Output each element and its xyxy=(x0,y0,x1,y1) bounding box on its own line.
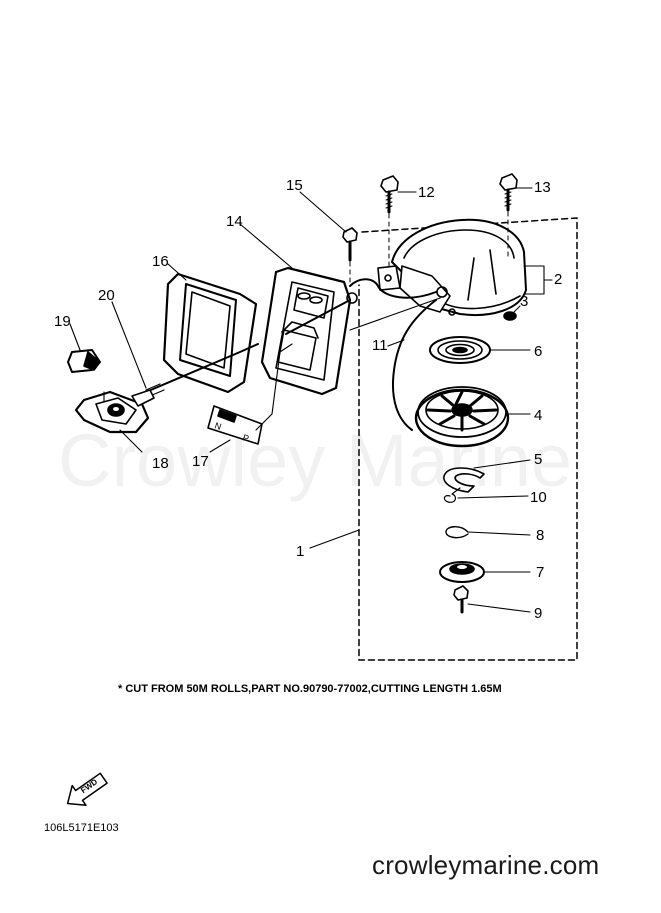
bolt-9 xyxy=(453,585,469,614)
starter-handle-18 xyxy=(74,389,155,434)
site-watermark: crowleymarine.com xyxy=(372,850,600,880)
callout-15: 15 xyxy=(286,177,303,194)
callout-9: 9 xyxy=(534,605,542,622)
callout-16: 16 xyxy=(152,253,169,270)
callout-18: 18 xyxy=(152,455,169,472)
callout-2: 2 xyxy=(554,271,562,288)
callout-11: 11 xyxy=(372,337,388,354)
circlip-8 xyxy=(445,526,469,539)
assembly-dashed-box xyxy=(358,217,578,661)
callout-14: 14 xyxy=(226,213,243,230)
cutting-note: * CUT FROM 50M ROLLS,PART NO.90790-77002… xyxy=(118,683,502,695)
callout-10: 10 xyxy=(530,489,547,506)
callout-20: 20 xyxy=(98,287,115,304)
callout-6: 6 xyxy=(534,343,542,360)
callout-13: 13 xyxy=(534,179,551,196)
callout-19: 19 xyxy=(54,313,71,330)
callout-1: 1 xyxy=(296,543,304,560)
starter-housing xyxy=(377,218,527,316)
diagram-code: 106L5171E103 xyxy=(44,822,119,834)
handle-rope xyxy=(145,299,351,393)
fwd-arrow-icon xyxy=(66,772,108,807)
callout-12: 12 xyxy=(418,184,435,201)
plate-letter-p: P xyxy=(241,432,250,443)
starter-rope-11 xyxy=(349,278,437,431)
friction-plate-7 xyxy=(439,561,485,583)
handle-cap-19 xyxy=(67,349,101,373)
callout-4: 4 xyxy=(534,407,542,424)
pawl-spring-10 xyxy=(443,487,461,503)
bolt-13 xyxy=(499,173,518,259)
handle-cover-14 xyxy=(260,266,358,396)
grommet-16 xyxy=(162,272,258,394)
spiral-spring-6 xyxy=(429,336,491,364)
bolt-12 xyxy=(380,175,399,271)
callout-3: 3 xyxy=(520,293,528,310)
drive-pawl-5 xyxy=(443,467,485,493)
neutral-plate-17 xyxy=(207,405,263,445)
nut-3 xyxy=(503,311,517,321)
callout-5: 5 xyxy=(534,451,542,468)
callout-17: 17 xyxy=(192,453,209,470)
callout-7: 7 xyxy=(536,564,544,581)
callout-8: 8 xyxy=(536,527,544,544)
plate-letter-n: N xyxy=(213,420,222,432)
bolt-15 xyxy=(342,227,358,283)
sheave-drum-4 xyxy=(414,386,510,448)
